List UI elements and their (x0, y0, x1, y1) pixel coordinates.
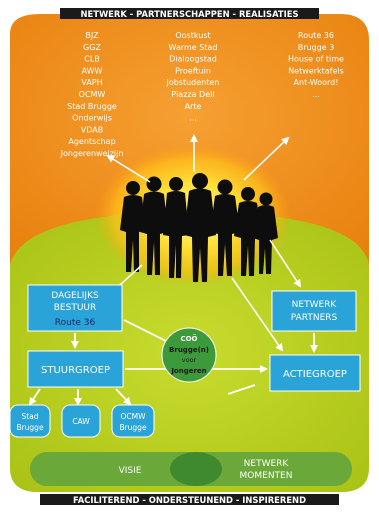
dagelijks-bestuur-line2: BESTUUR (54, 303, 97, 313)
visie-label: VISIE (119, 466, 142, 476)
stad-brugge-line1: Stad (21, 412, 38, 421)
footer-banner: FACILITEREND - ONDERSTEUNEND - INSPIRERE… (73, 495, 306, 505)
coo-circle (161, 327, 217, 383)
column-item: ... (312, 90, 320, 99)
column-item: Stad Brugge (67, 102, 117, 111)
column-item: Onderwijs (72, 114, 112, 123)
dagelijks-bestuur-line3: Route 36 (55, 318, 96, 328)
netwerk-momenten-line2: MOMENTEN (240, 471, 293, 481)
stuurgroep-box (27, 350, 124, 388)
people-silhouettes-icon (120, 173, 278, 282)
column-item: CLB (84, 55, 100, 64)
column-item: Piazza Dell (171, 90, 214, 99)
column-item: Agentschap (68, 137, 115, 146)
column-item: BJZ (85, 31, 99, 40)
caw-box (61, 404, 101, 438)
column-item: Arte (185, 102, 202, 111)
column-item: AWW (82, 66, 103, 75)
column-item: Route 36 (298, 31, 334, 40)
column-item: Warme Stad (169, 43, 218, 52)
dagelijks-bestuur-box (27, 284, 123, 332)
stuurgroep-label: STUURGROEP (41, 365, 110, 376)
column-item: House of time (288, 55, 344, 64)
column-item: Proeftuin (175, 66, 211, 75)
actiegroep-box (269, 354, 361, 392)
column-item: Oostkust (175, 31, 210, 40)
netwerk-momenten-line1: NETWERK (244, 459, 290, 469)
column-right: Route 36 Brugge 3 House of timeNetwerktafe… (288, 31, 344, 99)
column-item: jobstudenten (166, 78, 220, 87)
column-item: Netwerktafels (288, 66, 344, 75)
ocmw-brugge-box (111, 404, 155, 438)
netwerk-partners-line1: NETWERK (292, 300, 338, 310)
header-banner: NETWERK - PARTNERSCHAPPEN - REALISATIES (81, 9, 299, 19)
column-item: Dialoogstad (169, 55, 217, 64)
footer-banner-bg (40, 494, 339, 505)
netwerk-partners-box (271, 290, 357, 332)
dagelijks-bestuur-line1: DAGELIJKS (51, 291, 99, 301)
column-item: ... (189, 114, 197, 123)
column-item: Brugge 3 (298, 43, 335, 52)
column-item: VDAB (81, 125, 103, 134)
bottom-band-center (170, 452, 222, 486)
coo-line1: COÖ (180, 334, 197, 343)
column-item: Jongerenwelzijn (60, 149, 124, 158)
ocmw-brugge-line2: Brugge (119, 423, 147, 432)
coo-line4: Jongeren (170, 367, 206, 375)
column-item: GGZ (83, 43, 101, 52)
ocmw-brugge-line1: OCMW (120, 412, 146, 421)
netwerk-partners-line2: PARTNERS (291, 313, 338, 323)
arrows-top (106, 134, 302, 352)
stad-brugge-box (9, 404, 51, 438)
column-item: VAPH (81, 78, 102, 87)
column-item: Ant-Woord! (294, 78, 339, 87)
caw-line1: CAW (72, 417, 90, 426)
header-banner-bg (60, 8, 319, 19)
coo-line3: voor (182, 356, 197, 364)
stad-brugge-line2: Brugge (16, 423, 44, 432)
actiegroep-label: ACTIEGROEP (283, 369, 347, 380)
column-left: BJZ GGZ CLB AWW VAPH OCMW Stad BruggeOnderwijs… (60, 31, 124, 158)
column-item: OCMW (79, 90, 106, 99)
coo-line2: Brugge(n) (169, 346, 209, 354)
